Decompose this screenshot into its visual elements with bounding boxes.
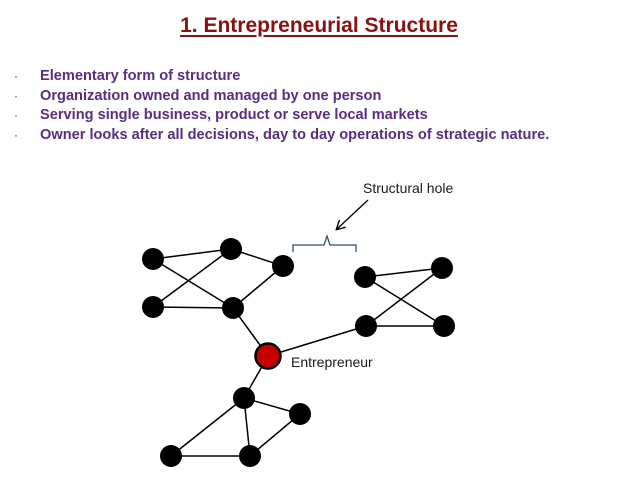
edge-a1-a2: [152, 248, 232, 260]
bullet-text: Organization owned and managed by one pe…: [40, 87, 382, 104]
node-a4: [142, 296, 164, 318]
bullet-item: · Elementary form of structure: [14, 67, 549, 87]
bullet-dot-icon: ·: [14, 108, 18, 122]
edge-layer: [152, 248, 445, 457]
bullet-text: Serving single business, product or serv…: [40, 107, 428, 123]
structural-hole-label: Structural hole: [363, 180, 453, 196]
node-b1: [354, 266, 376, 288]
bullet-item: · Serving single business, product or se…: [14, 106, 549, 126]
node-c1: [233, 387, 255, 409]
bullet-dot-icon: ·: [14, 127, 18, 142]
node-a2: [220, 238, 242, 260]
bullet-list: · Elementary form of structure · Organiz…: [14, 67, 549, 145]
bullet-dot-icon: ·: [14, 88, 18, 103]
structural-hole-arrow: [337, 199, 369, 229]
edge-b2-b3: [365, 267, 443, 327]
node-layer: [142, 238, 455, 467]
node-b2: [431, 257, 453, 279]
slide-title: 1. Entrepreneurial Structure: [180, 14, 458, 37]
edge-c1-c3: [170, 397, 245, 457]
edge-b1-b4: [364, 276, 445, 327]
node-b4: [433, 315, 455, 337]
bullet-item: · Owner looks after all decisions, day t…: [14, 126, 549, 146]
edge-a1-a5: [152, 258, 234, 309]
node-a3: [272, 255, 294, 277]
edge-b3-e: [267, 325, 367, 357]
node-b3: [355, 315, 377, 337]
bullet-text: Owner looks after all decisions, day to …: [40, 126, 550, 143]
bullet-item: · Organization owned and managed by one …: [14, 87, 549, 107]
node-c4: [239, 445, 261, 467]
node-a5: [222, 297, 244, 319]
edge-b1-b2: [364, 267, 443, 278]
node-c2: [289, 403, 311, 425]
bullet-text: Elementary form of structure: [40, 68, 241, 84]
edge-a4-a5: [152, 306, 234, 309]
entrepreneur-label: Entrepreneur: [291, 354, 373, 370]
node-a1: [142, 248, 164, 270]
entrepreneur-node: [254, 342, 282, 370]
edge-a2-a4: [152, 248, 232, 308]
node-c3: [160, 445, 182, 467]
structural-hole-bracket: [292, 233, 357, 252]
bullet-dot-icon: ·: [14, 69, 18, 83]
